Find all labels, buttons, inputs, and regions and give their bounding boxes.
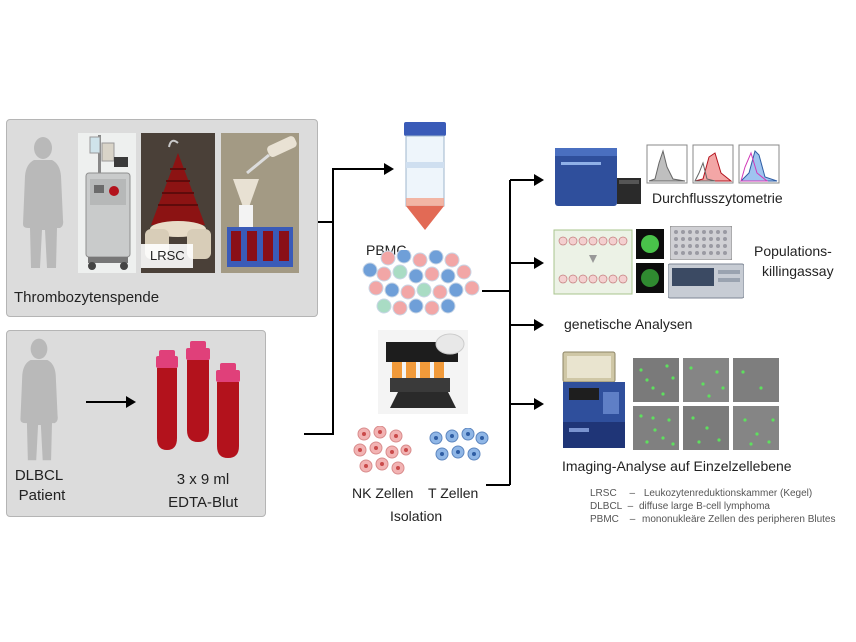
imaging-label: Imaging-Analyse auf Einzelzellebene [562, 458, 792, 474]
patient-label-line1: DLBCL [14, 467, 64, 484]
microscopy-images-icon [633, 358, 779, 450]
person-silhouette-icon [23, 137, 64, 268]
fluorescence-wells-icon [636, 229, 664, 293]
flow-label: Durchflusszytometrie [652, 190, 783, 206]
legend-row: LRSC – Leukozytenreduktionskammer (Kegel… [590, 488, 812, 501]
nk-cells-label: NK Zellen [352, 485, 414, 501]
legend-text: diffuse large B-cell lymphoma [639, 501, 770, 512]
imaging-system-icon [562, 351, 625, 448]
legend-abbr: LRSC [590, 488, 617, 499]
t-cells-label: T Zellen [428, 485, 479, 501]
centrifuge-tube-icon [404, 122, 446, 230]
lrsc-tag [141, 244, 193, 268]
well-plate-icon [670, 226, 732, 260]
legend-sep: – [629, 488, 636, 499]
legend-sep: – [627, 501, 634, 512]
pbmc-label: PBMC [366, 242, 407, 258]
patient-label-line2: Patient [18, 487, 66, 504]
person-silhouette-icon [20, 338, 58, 461]
legend-text: Leukozytenreduktionskammer (Kegel) [643, 488, 813, 499]
arrow-right-icon [86, 396, 136, 408]
tubes-label-line1: 3 x 9 ml [176, 471, 230, 488]
plate-reader-icon [668, 263, 744, 299]
legend-abbr: DLBCL [590, 501, 622, 512]
killing-label-line1: Populations- [754, 243, 832, 259]
tubes-label-line2: EDTA-Blut [168, 494, 238, 511]
magnet-isolation-photo [378, 330, 468, 414]
legend-row: PBMC – mononukleäre Zellen des periphere… [590, 514, 835, 527]
pipetting-photo [221, 133, 299, 273]
isolation-label: Isolation [390, 508, 443, 524]
flow-cytometer-icon [555, 148, 641, 206]
t-cells-icon [429, 428, 489, 461]
legend-abbr: PBMC [590, 514, 619, 525]
legend-text: mononukleäre Zellen des peripheren Blute… [642, 514, 836, 525]
pbmc-cells-icon [362, 250, 480, 316]
nk-cells-icon [353, 426, 412, 475]
lrsc-tag-text: LRSC [150, 248, 185, 263]
histogram-plots-icon [646, 144, 780, 184]
plate-assay-schema-icon [553, 229, 633, 295]
killing-label-line2: killingassay [762, 263, 834, 279]
genetics-label: genetische Analysen [564, 316, 693, 332]
legend-row: DLBCL – diffuse large B-cell lymphoma [590, 501, 770, 514]
apheresis-machine-photo [78, 133, 136, 273]
donor-label: Thrombozytenspende [14, 289, 160, 306]
legend-sep: – [629, 514, 636, 525]
blood-tubes-icon [156, 341, 240, 458]
